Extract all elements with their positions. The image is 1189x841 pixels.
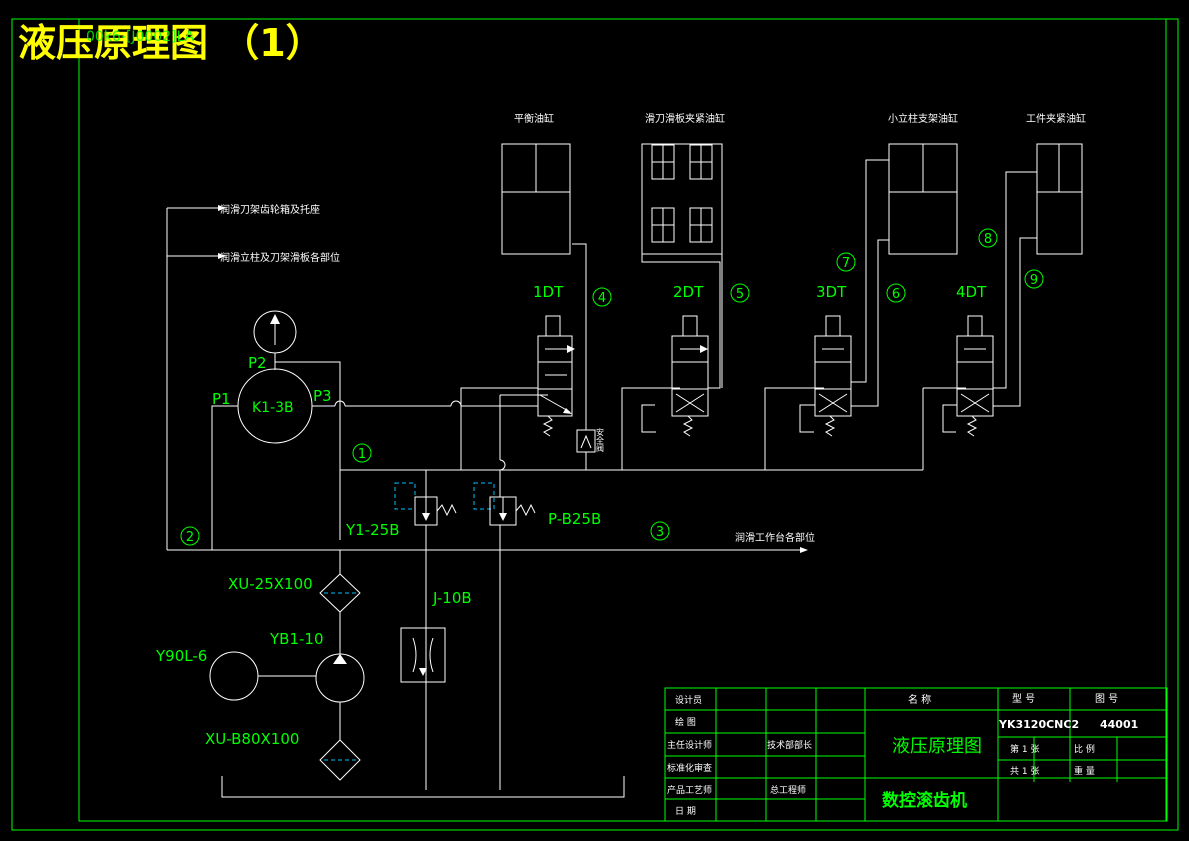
- valve-4dt-label: 4DT: [956, 283, 987, 301]
- motor-y90l6: Y90L-6: [155, 647, 316, 701]
- relief-valve-y125b: Y1-25B: [345, 470, 457, 790]
- solenoid-valve-1dt: 1DT 安全阀: [533, 243, 605, 470]
- tb-scale: 比 例: [1074, 743, 1095, 755]
- oil-tank: [221, 776, 625, 798]
- suction-filter-label: XU-B80X100: [205, 730, 299, 748]
- tb-machine: 数控滚齿机: [882, 790, 967, 811]
- column-cylinder: 小立柱支架油缸: [888, 112, 958, 255]
- line-number-7: 7: [836, 252, 856, 272]
- tb-model: YK3120CNC2: [998, 718, 1079, 731]
- line-number-2: 2: [180, 526, 200, 546]
- balance-cylinder-label: 平衡油缸: [514, 112, 554, 125]
- valve-1dt-label: 1DT: [533, 283, 564, 301]
- valve-2dt-label: 2DT: [673, 283, 704, 301]
- tb-drawing-no-header: 图 号: [1095, 693, 1118, 705]
- tb-standard: 标准化审查: [667, 762, 712, 774]
- slide-clamp-label: 滑刀滑板夹紧油缸: [645, 112, 725, 125]
- lube-lines-top: 润滑刀架齿轮箱及托座 润滑立柱及刀架滑板各部位: [166, 203, 340, 550]
- svg-text:7: 7: [842, 256, 850, 271]
- reducing-valve-pb25b: P-B25B: [473, 470, 601, 790]
- tb-sheet: 第 1 张: [1010, 743, 1039, 755]
- throttle-label: J-10B: [432, 589, 472, 607]
- solenoid-valve-3dt: 3DT: [799, 159, 889, 437]
- throttle-valve-j10b: J-10B: [400, 589, 472, 683]
- drawing-title: 液压原理图 （1）: [18, 21, 324, 65]
- solenoid-valve-2dt: 2DT: [641, 254, 723, 437]
- tb-drawing-name: 液压原理图: [892, 736, 982, 757]
- tb-drafter: 绘 图: [675, 716, 696, 728]
- line-number-5: 5: [730, 283, 750, 303]
- tb-tech-head: 技术部部长: [767, 739, 812, 751]
- svg-text:3: 3: [656, 525, 664, 540]
- work-clamp-label: 工件夹紧油缸: [1026, 112, 1086, 125]
- svg-text:9: 9: [1030, 273, 1038, 288]
- distributor-k13b: K1-3B: [237, 368, 313, 444]
- line-number-1: 1: [352, 443, 372, 463]
- svg-text:6: 6: [892, 287, 900, 302]
- work-clamp-cylinder: 工件夹紧油缸: [1026, 112, 1086, 255]
- reducing-valve-label: P-B25B: [548, 510, 601, 528]
- balance-cylinder: 平衡油缸: [501, 112, 571, 255]
- lube-table-label: 润滑工作台各部位: [735, 531, 815, 544]
- p1-label: P1: [212, 390, 231, 408]
- svg-text:5: 5: [736, 287, 744, 302]
- column-cylinder-label: 小立柱支架油缸: [888, 112, 958, 125]
- tb-drawing-no: 44001: [1100, 718, 1138, 731]
- solenoid-valve-4dt: 4DT: [942, 171, 1037, 437]
- inner-frame: [78, 18, 1167, 822]
- svg-text:8: 8: [984, 232, 992, 247]
- line-number-8: 8: [978, 228, 998, 248]
- pressure-gauge: [253, 310, 297, 370]
- line-filter-label: XU-25X100: [228, 575, 313, 593]
- slide-clamp-cylinders: 滑刀滑板夹紧油缸: [641, 112, 725, 255]
- pump-label: YB1-10: [269, 630, 324, 648]
- tb-total: 共 1 张: [1010, 766, 1039, 777]
- suction-filter-xub80x100: XU-B80X100: [205, 730, 361, 781]
- line-number-9: 9: [1024, 269, 1044, 289]
- distributor-label: K1-3B: [252, 400, 294, 416]
- tb-designer: 设计员: [675, 694, 702, 706]
- lube-column-label: 润滑立柱及刀架滑板各部位: [220, 251, 340, 264]
- svg-text:4: 4: [598, 291, 606, 306]
- title-overlay: 00k6-[J0002]LA: [86, 29, 195, 45]
- tb-process: 产品工艺师: [667, 784, 712, 796]
- valve-3dt-label: 3DT: [816, 283, 847, 301]
- line-number-6: 6: [886, 283, 906, 303]
- tb-chief-designer: 主任设计师: [667, 739, 712, 751]
- safety-valve-label: 安全阀: [596, 427, 605, 453]
- motor-label: Y90L-6: [155, 647, 207, 665]
- outer-frame: [11, 18, 1179, 831]
- tb-chief-engineer: 总工程师: [770, 784, 806, 796]
- pump-yb110: YB1-10: [269, 630, 365, 740]
- relief-valve-label: Y1-25B: [345, 521, 400, 539]
- tb-date: 日 期: [675, 806, 696, 817]
- p3-label: P3: [313, 387, 332, 405]
- line-number-4: 4: [592, 287, 612, 307]
- svg-text:2: 2: [186, 530, 194, 545]
- title-block: 设计员 绘 图 主任设计师 标准化审查 产品工艺师 日 期 技术部部长 总工程师…: [664, 687, 1168, 822]
- p2-label: P2: [248, 354, 267, 372]
- tb-weight: 重 量: [1074, 765, 1095, 777]
- lube-gearbox-label: 润滑刀架齿轮箱及托座: [220, 203, 320, 216]
- tb-name-header: 名 称: [908, 693, 931, 706]
- tb-model-header: 型 号: [1012, 692, 1035, 705]
- line-number-3: 3: [650, 521, 670, 541]
- svg-text:1: 1: [358, 447, 366, 462]
- line-filter-xu25x100: XU-25X100: [228, 550, 361, 654]
